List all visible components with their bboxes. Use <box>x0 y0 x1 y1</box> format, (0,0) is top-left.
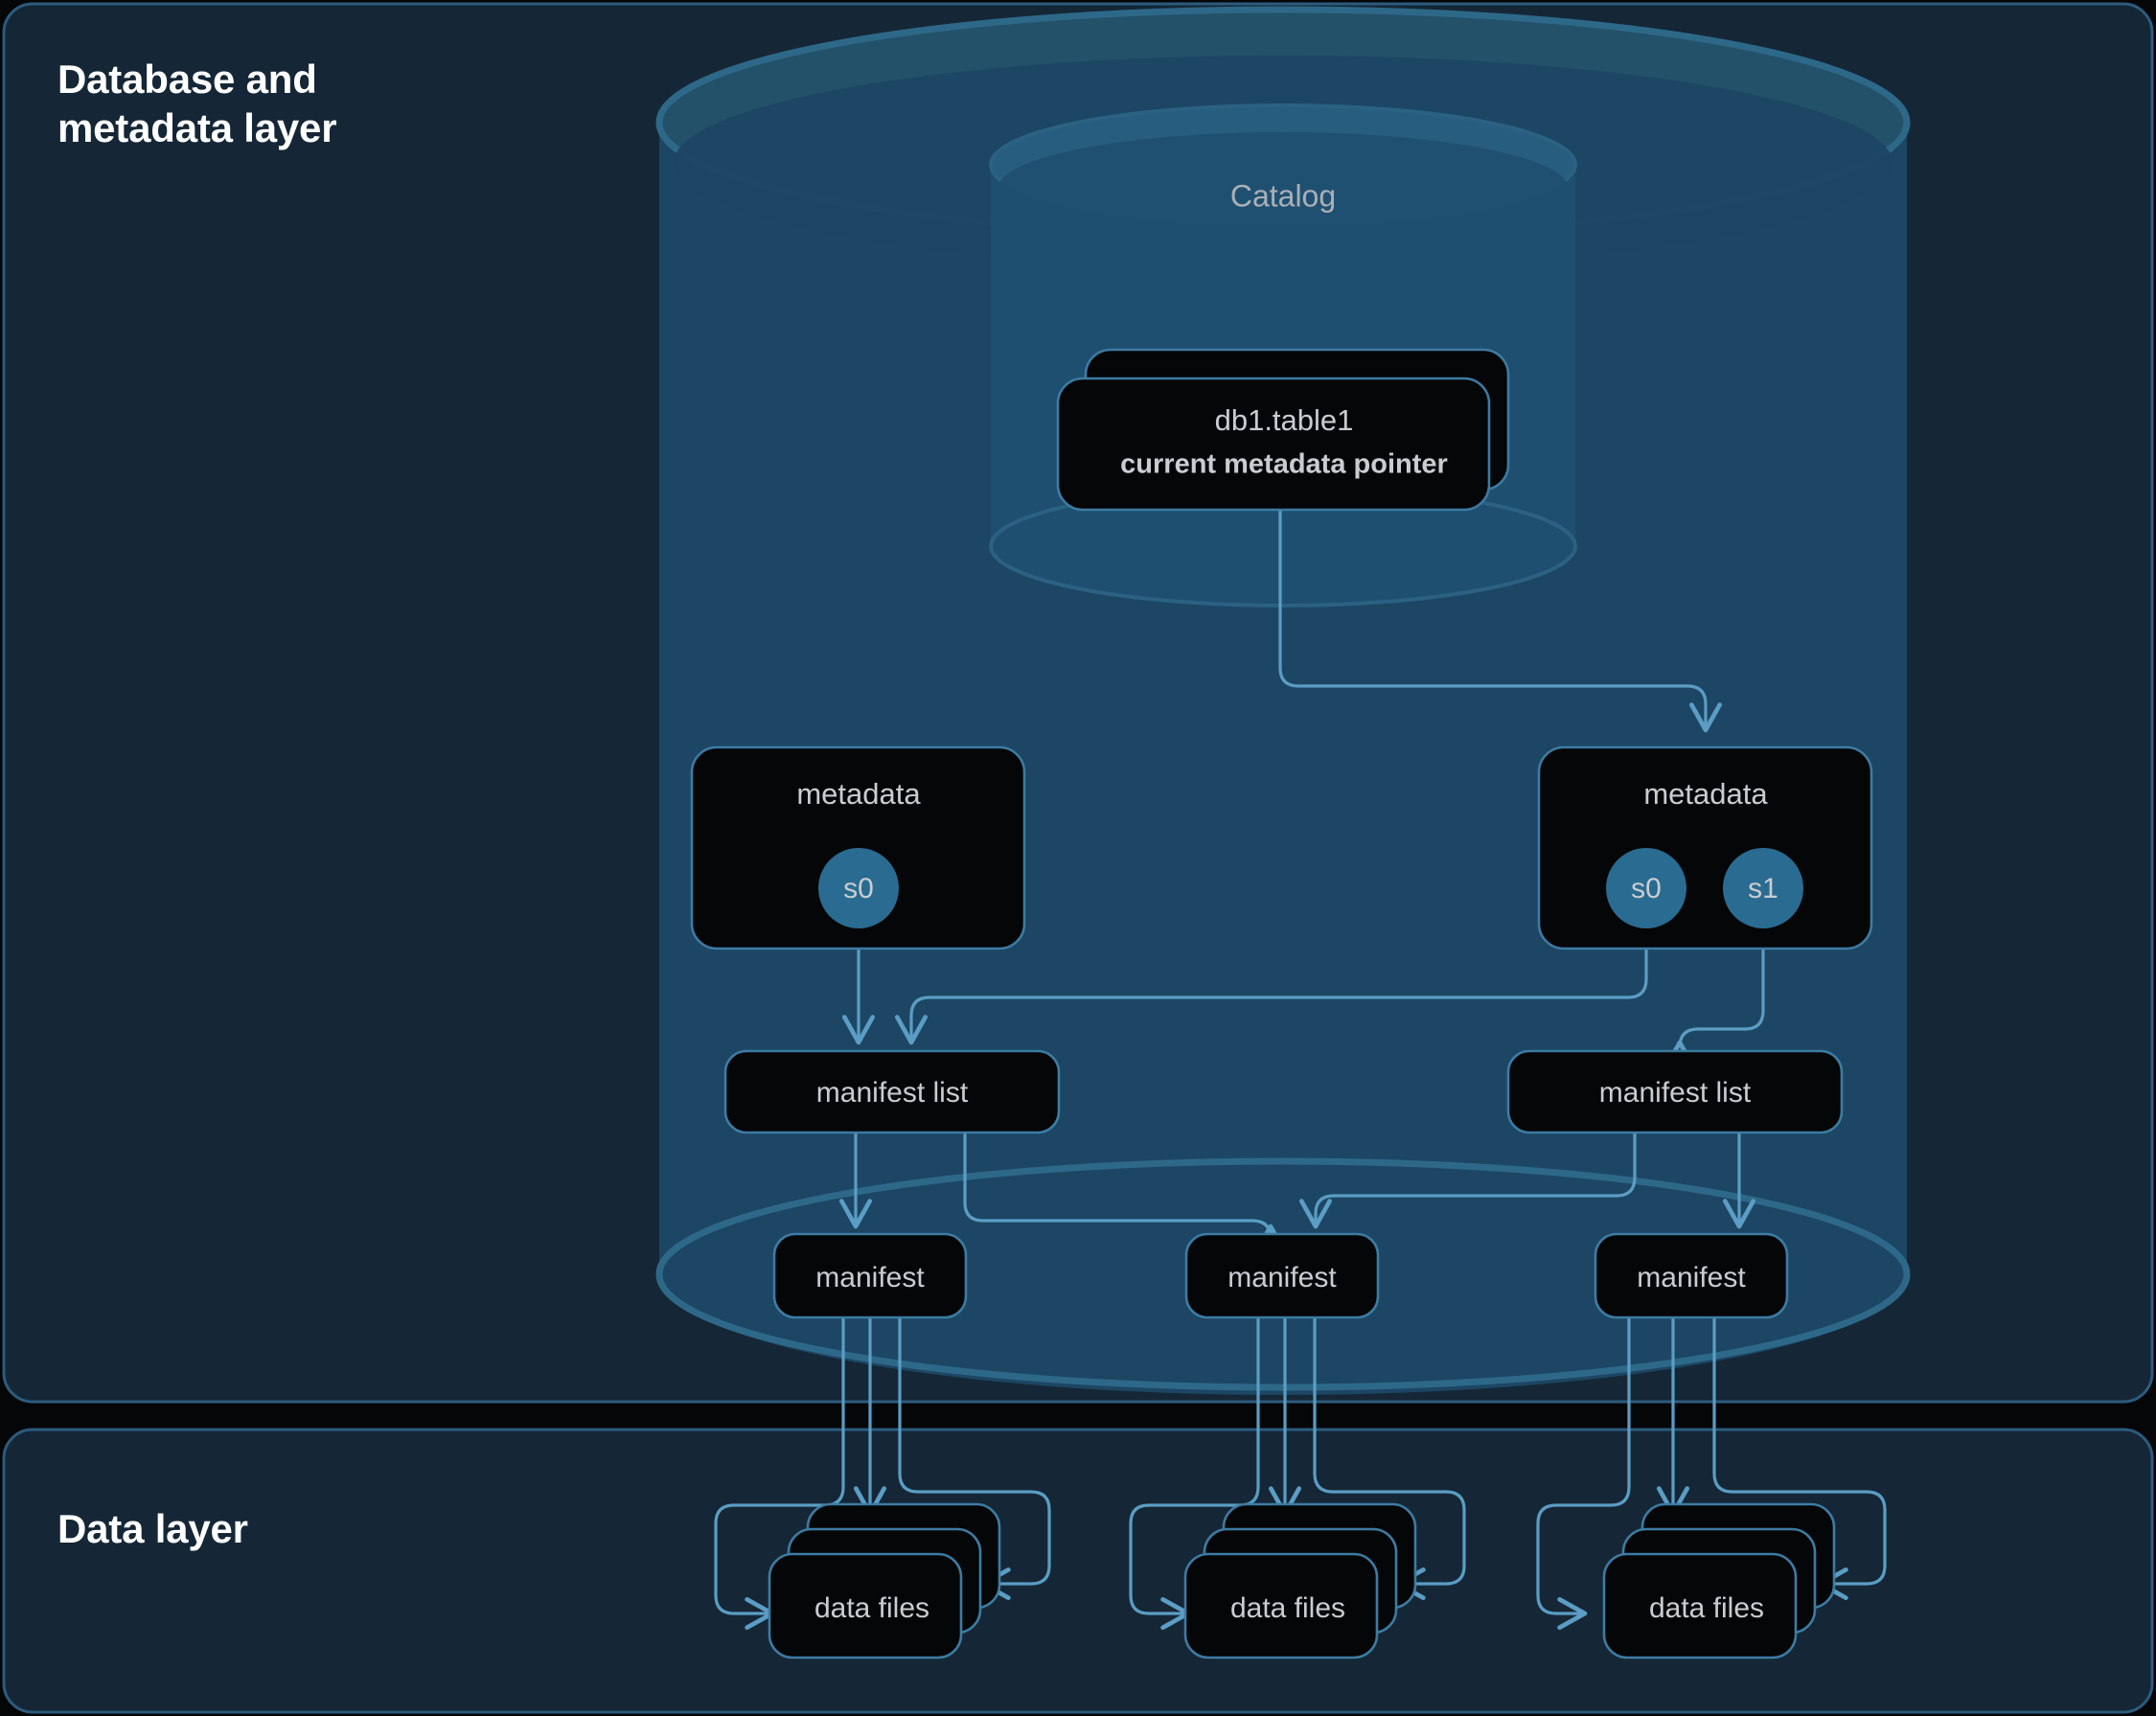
edge-mlist-left-to-manifest-2 <box>963 1131 1288 1254</box>
pointer-description: current metadata pointer <box>1120 449 1448 480</box>
snapshot-s0-left-label: s0 <box>843 873 874 904</box>
manifest-list-right-node[interactable]: manifest list <box>1506 1049 1844 1134</box>
edge-meta-right-s0-to-mlist-left <box>894 920 1648 1045</box>
manifest-3-node[interactable]: manifest <box>1594 1232 1789 1319</box>
data-layer-title: Data layer <box>57 1506 248 1551</box>
data-files-3-node[interactable]: data files <box>1602 1502 1836 1659</box>
metadata-left-box <box>690 745 1026 950</box>
edge-manifest-2-to-datafiles-2-left <box>1129 1316 1260 1631</box>
data-files-3-stack-front <box>1602 1552 1798 1659</box>
manifest-list-left-node[interactable]: manifest list <box>723 1049 1061 1134</box>
metadata-right-node[interactable]: metadata s0 s1 <box>1537 745 1873 950</box>
pointer-table-name: db1.table1 <box>1215 403 1354 437</box>
manifest-3-box <box>1594 1232 1789 1319</box>
snapshot-s1-right-circle[interactable] <box>1723 848 1803 928</box>
data-files-2-label: data files <box>1230 1592 1345 1624</box>
edge-manifest-2-to-datafiles-2-right <box>1313 1316 1466 1601</box>
manifest-1-node[interactable]: manifest <box>772 1232 968 1319</box>
data-files-1-node[interactable]: data files <box>768 1502 1001 1659</box>
current-metadata-pointer-node[interactable]: db1.table1 current metadata pointer <box>1056 348 1510 512</box>
catalog-label: Catalog <box>1230 178 1336 213</box>
manifest-list-right-box <box>1506 1049 1844 1134</box>
edge-meta-right-s1-to-mlist-right <box>1663 920 1765 1070</box>
manifest-1-label: manifest <box>815 1262 925 1293</box>
data-files-3-label: data files <box>1649 1592 1764 1624</box>
snapshot-s1-right-label: s1 <box>1748 873 1778 904</box>
manifest-list-left-box <box>723 1049 1061 1134</box>
manifest-2-label: manifest <box>1227 1262 1337 1293</box>
data-files-2-node[interactable]: data files <box>1183 1502 1417 1659</box>
edge-manifest-3-to-datafiles-3-right <box>1712 1316 1887 1601</box>
data-files-1-label: data files <box>814 1592 929 1624</box>
edge-mlist-right-to-manifest-2 <box>1298 1131 1637 1229</box>
edge-pointer-to-metadata-right <box>1278 494 1723 733</box>
data-files-1-stack-front <box>768 1552 963 1659</box>
snapshot-s0-right-circle[interactable] <box>1606 848 1686 928</box>
snapshot-s0-left-circle[interactable] <box>818 848 899 928</box>
data-files-2-stack-front <box>1183 1552 1379 1659</box>
edge-manifest-1-to-datafiles-1-left <box>714 1316 845 1631</box>
manifest-2-box <box>1184 1232 1380 1319</box>
manifest-list-left-label: manifest list <box>816 1077 969 1109</box>
manifest-2-node[interactable]: manifest <box>1184 1232 1380 1319</box>
manifest-list-right-label: manifest list <box>1599 1077 1752 1109</box>
edge-manifest-1-to-datafiles-1-right <box>898 1316 1051 1601</box>
metadata-left-label: metadata <box>796 777 921 811</box>
database-metadata-layer-title: Database and metadata layer <box>57 57 337 151</box>
pointer-stack-front <box>1056 377 1491 512</box>
snapshot-s0-right-label: s0 <box>1631 873 1662 904</box>
manifest-3-label: manifest <box>1637 1262 1746 1293</box>
manifest-1-box <box>772 1232 968 1319</box>
edge-manifest-3-to-datafiles-3-left <box>1536 1316 1631 1631</box>
metadata-left-node[interactable]: metadata s0 <box>690 745 1026 950</box>
metadata-right-label: metadata <box>1643 777 1768 811</box>
